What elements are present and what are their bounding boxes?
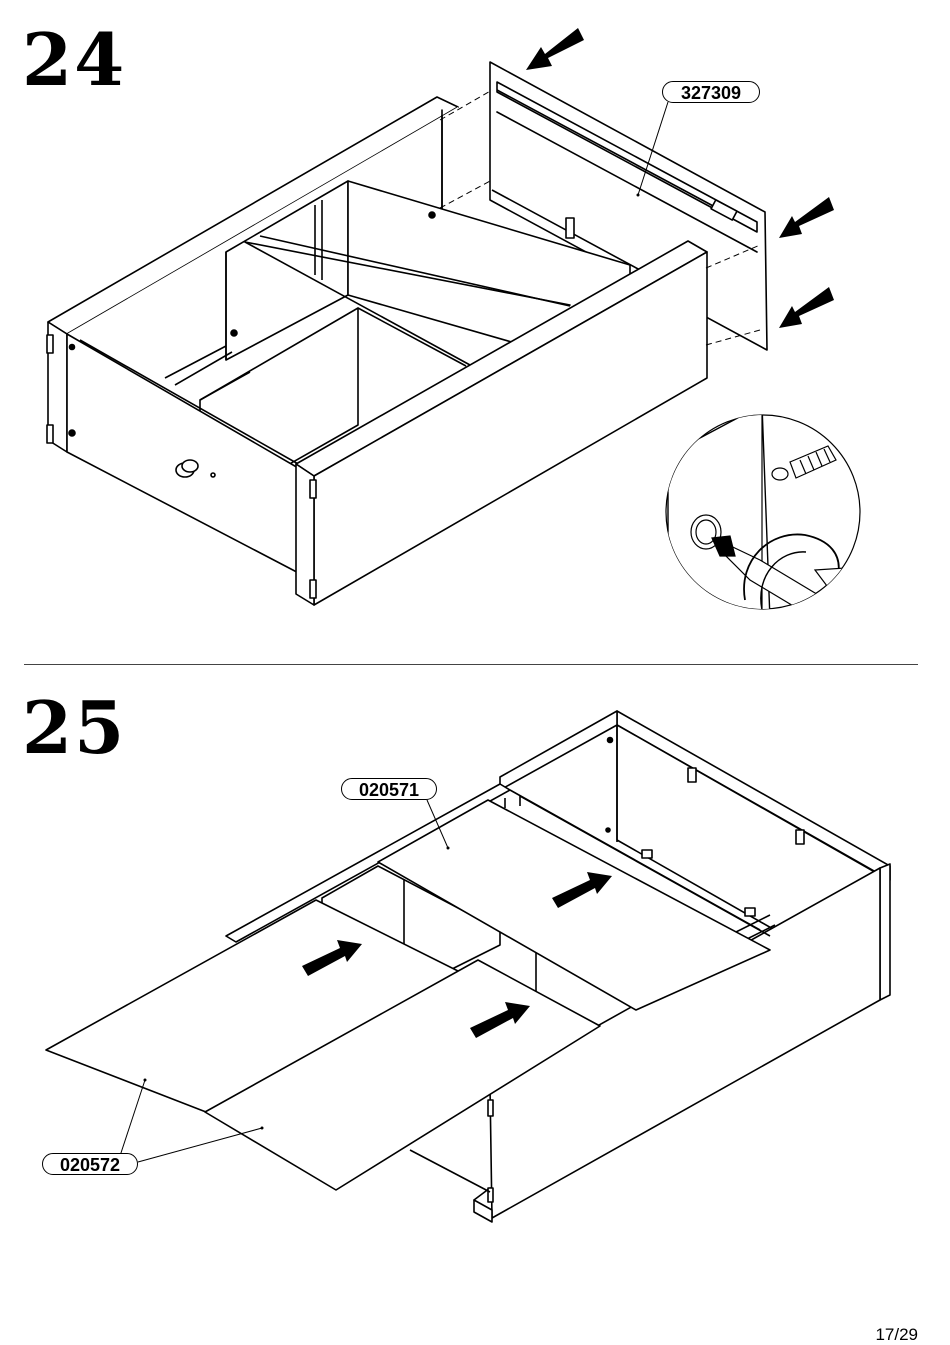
- page-number: 17/29: [875, 1325, 918, 1345]
- step-24-drawer-frame: [47, 62, 767, 605]
- part-label-020572: 020572: [42, 1153, 138, 1175]
- part-label-327309: 327309: [662, 81, 760, 103]
- part-label-020571: 020571: [341, 778, 437, 800]
- detail-circle: [666, 405, 885, 640]
- step-25-drawer-frame: [46, 711, 890, 1222]
